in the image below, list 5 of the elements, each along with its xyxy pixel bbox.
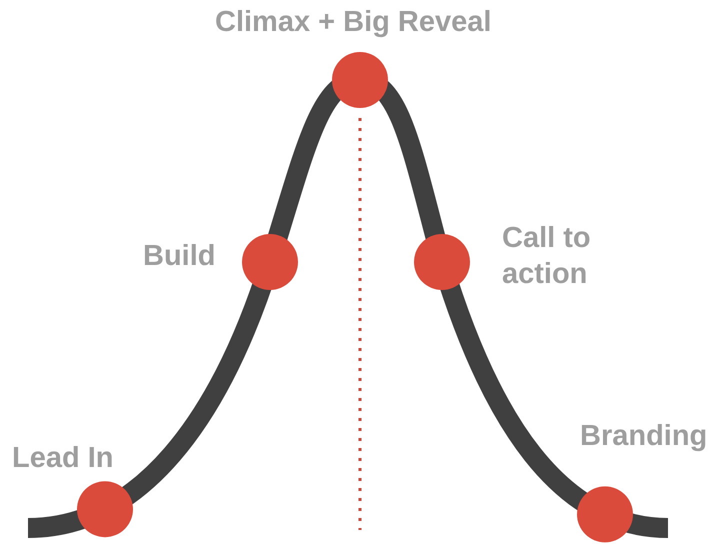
stage-label: Call to action <box>502 221 592 292</box>
stage-label: Climax + Big Reveal <box>215 5 492 40</box>
stage-label: Build <box>143 239 216 274</box>
stage-label: Branding <box>580 419 708 454</box>
stage-label: Lead In <box>12 441 114 476</box>
